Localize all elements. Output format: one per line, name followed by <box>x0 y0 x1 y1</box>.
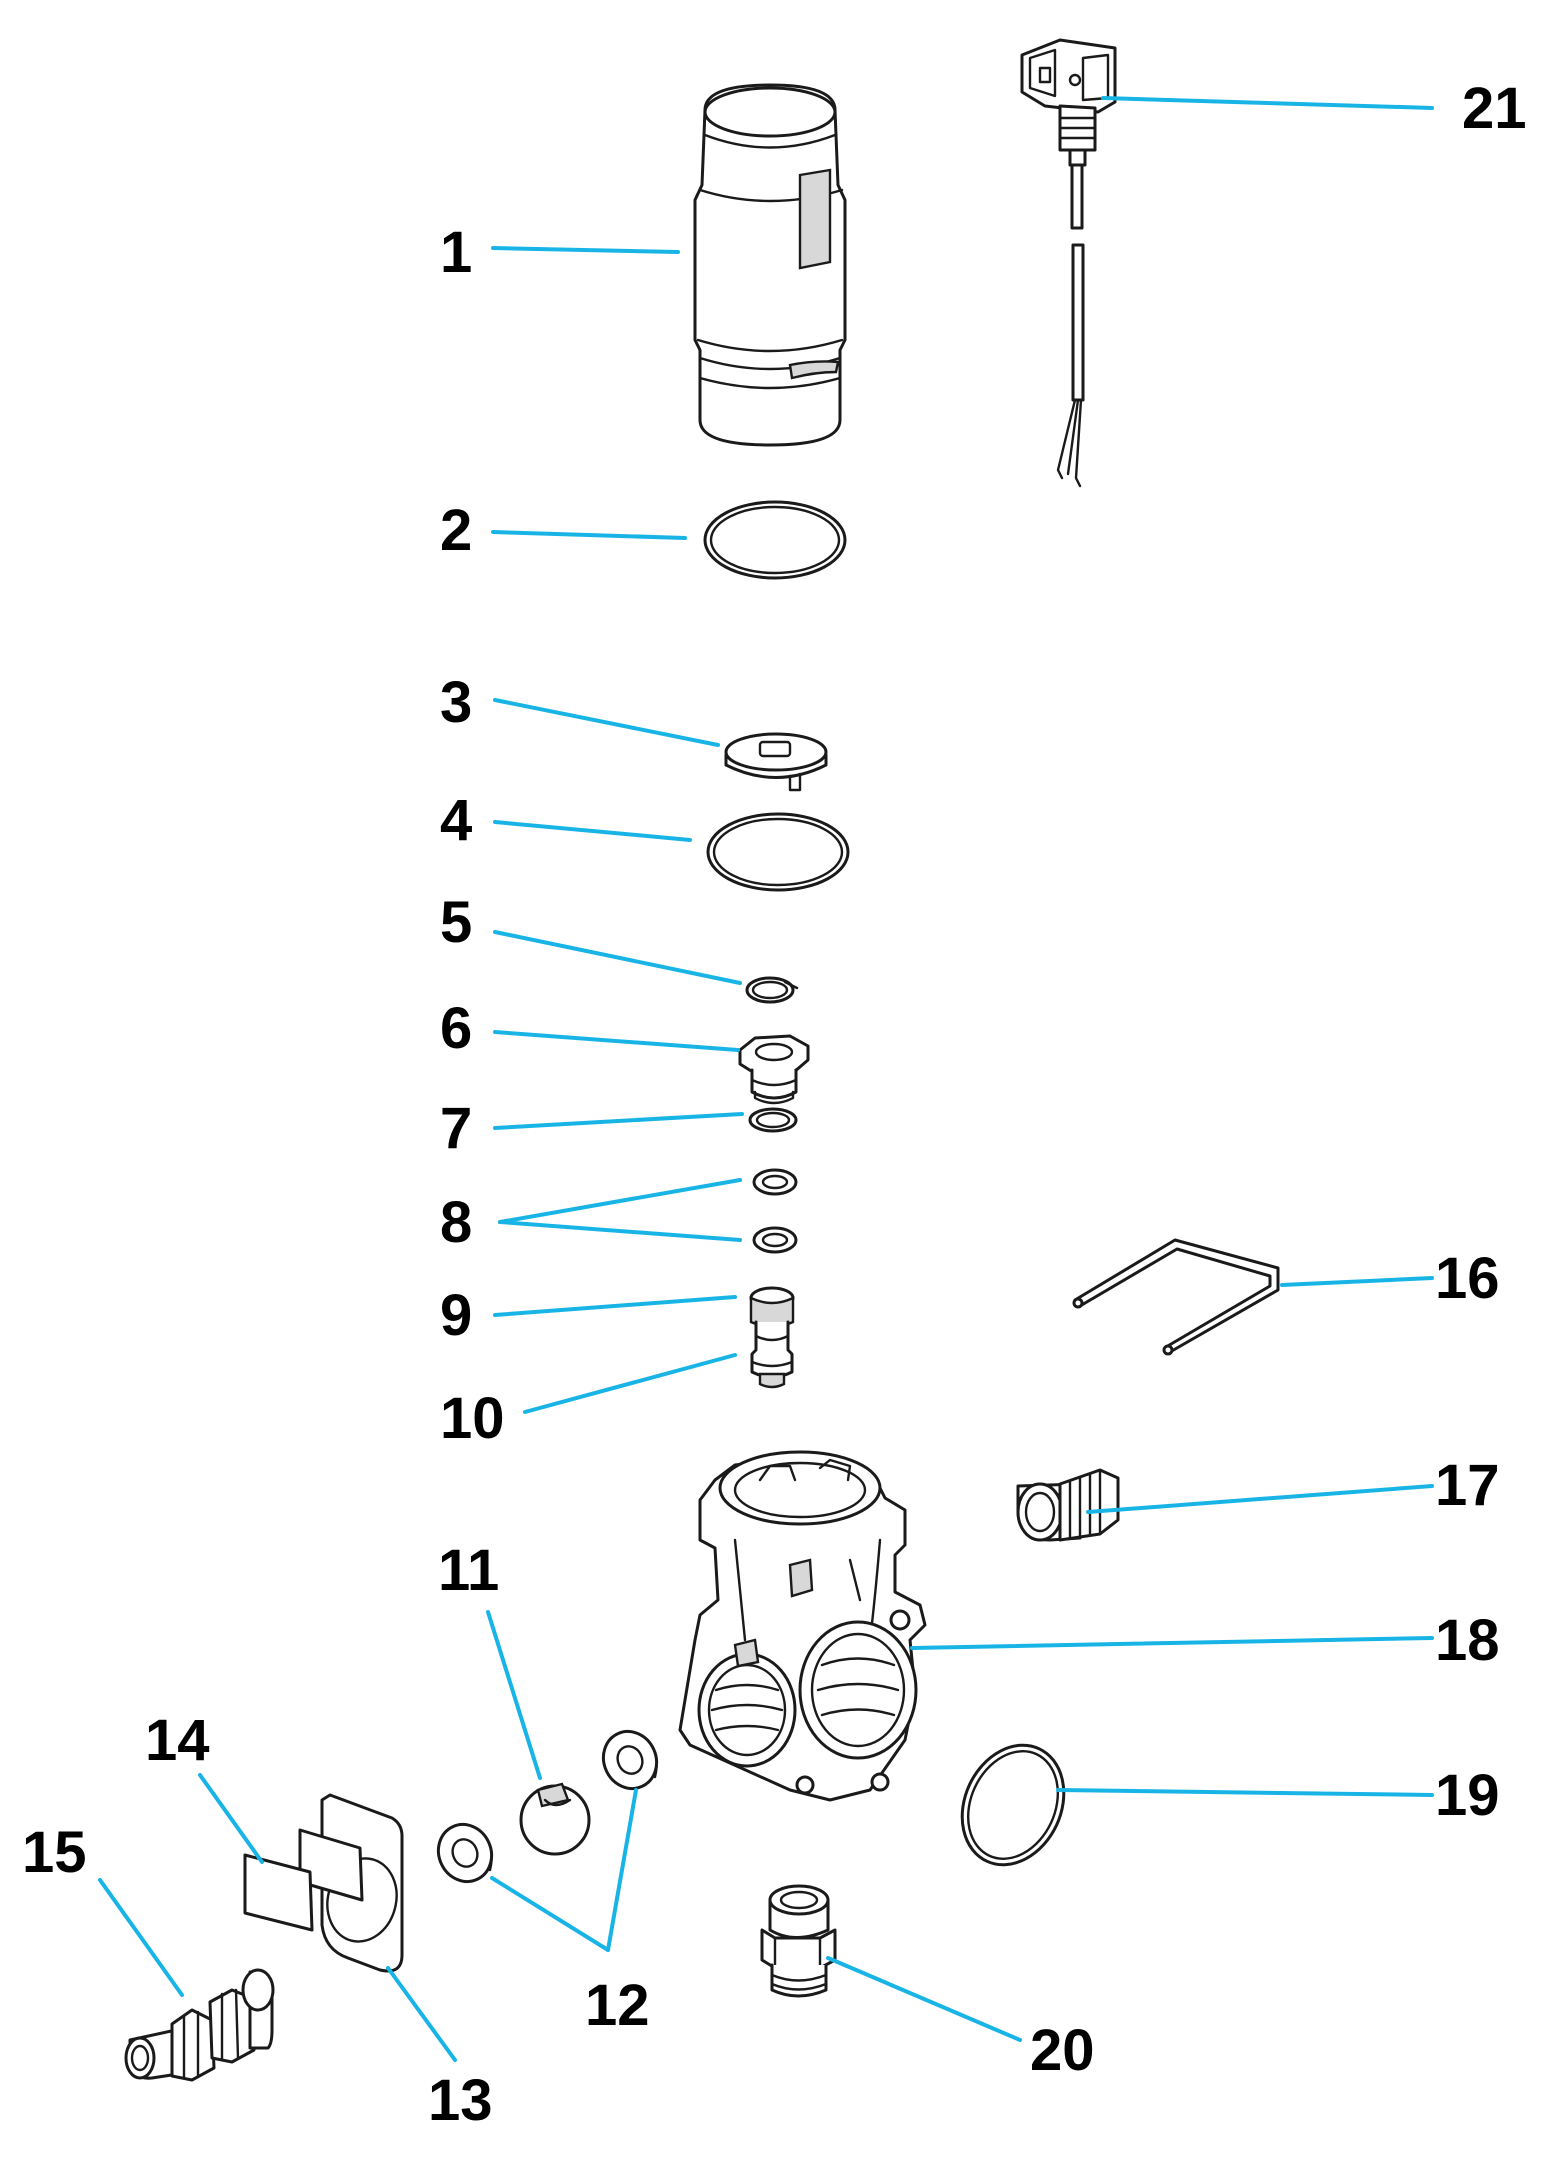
leader-lines <box>98 96 1434 2062</box>
leader-2 <box>491 530 687 540</box>
label-13: 13 <box>428 2068 493 2133</box>
label-19: 19 <box>1435 1763 1500 1828</box>
leader-16 <box>1280 1276 1434 1287</box>
leader-5 <box>493 930 742 985</box>
leader-17 <box>1086 1484 1434 1514</box>
leader-21 <box>1101 96 1434 110</box>
leader-12a <box>490 1876 610 1952</box>
part-8-washers <box>752 1168 798 1254</box>
label-2: 2 <box>440 498 472 563</box>
label-14: 14 <box>145 1708 210 1773</box>
leader-6 <box>493 1030 740 1052</box>
label-4: 4 <box>440 788 472 853</box>
label-9: 9 <box>440 1283 472 1348</box>
leader-20 <box>826 1956 1022 2042</box>
label-18: 18 <box>1435 1608 1500 1673</box>
label-8: 8 <box>440 1190 472 1255</box>
part-5-snap-ring <box>745 976 799 1004</box>
leader-19 <box>1056 1788 1434 1797</box>
label-7: 7 <box>440 1096 472 1161</box>
leader-11 <box>486 1610 542 1780</box>
label-5: 5 <box>440 890 472 955</box>
leader-14 <box>198 1773 264 1864</box>
part-12-seat-rings <box>436 1730 659 1883</box>
part-16-wire-clip <box>1072 1238 1280 1356</box>
label-10: 10 <box>440 1386 505 1451</box>
leader-12b <box>606 1788 638 1952</box>
label-21: 21 <box>1462 76 1527 141</box>
part-7-o-ring <box>748 1107 798 1133</box>
part-14-flat-gaskets <box>243 1828 364 1932</box>
leader-8b <box>498 1220 742 1242</box>
part-11-ball <box>519 1782 591 1856</box>
label-1: 1 <box>440 220 472 285</box>
part-18-valve-body <box>678 1450 927 1802</box>
leader-8a <box>498 1178 742 1224</box>
part-20-hex-nipple <box>760 1884 837 1998</box>
part-17-threaded-fitting <box>1016 1468 1120 1542</box>
leader-10 <box>523 1353 737 1414</box>
leader-4 <box>493 820 692 842</box>
leader-15 <box>98 1878 184 1997</box>
leader-1 <box>491 246 680 254</box>
leader-7 <box>493 1112 744 1130</box>
label-11: 11 <box>438 1538 499 1603</box>
label-15: 15 <box>22 1820 87 1885</box>
leader-13 <box>386 1966 457 2062</box>
label-16: 16 <box>1435 1246 1500 1311</box>
part-6-hex-insert <box>738 1034 810 1105</box>
label-6: 6 <box>440 996 472 1061</box>
part-9-stem-seal <box>749 1286 795 1329</box>
leader-18 <box>910 1636 1434 1650</box>
part-10-stem <box>750 1320 794 1389</box>
part-21-cable-connector <box>1020 38 1117 488</box>
label-17: 17 <box>1435 1453 1500 1518</box>
part-2-o-ring <box>703 500 847 580</box>
leader-3 <box>493 698 720 747</box>
part-1-actuator-cap <box>693 83 847 447</box>
part-19-o-ring <box>960 1743 1066 1867</box>
part-15-union-fitting <box>124 1968 275 2082</box>
part-labels: 1 2 3 4 5 6 7 8 9 10 11 12 13 14 15 16 1… <box>22 76 1527 2133</box>
label-12: 12 <box>585 1973 650 2038</box>
part-3-cover-plate <box>724 732 828 792</box>
label-20: 20 <box>1030 2018 1095 2083</box>
label-3: 3 <box>440 670 472 735</box>
leader-9 <box>493 1295 737 1317</box>
part-4-o-ring <box>706 812 850 892</box>
